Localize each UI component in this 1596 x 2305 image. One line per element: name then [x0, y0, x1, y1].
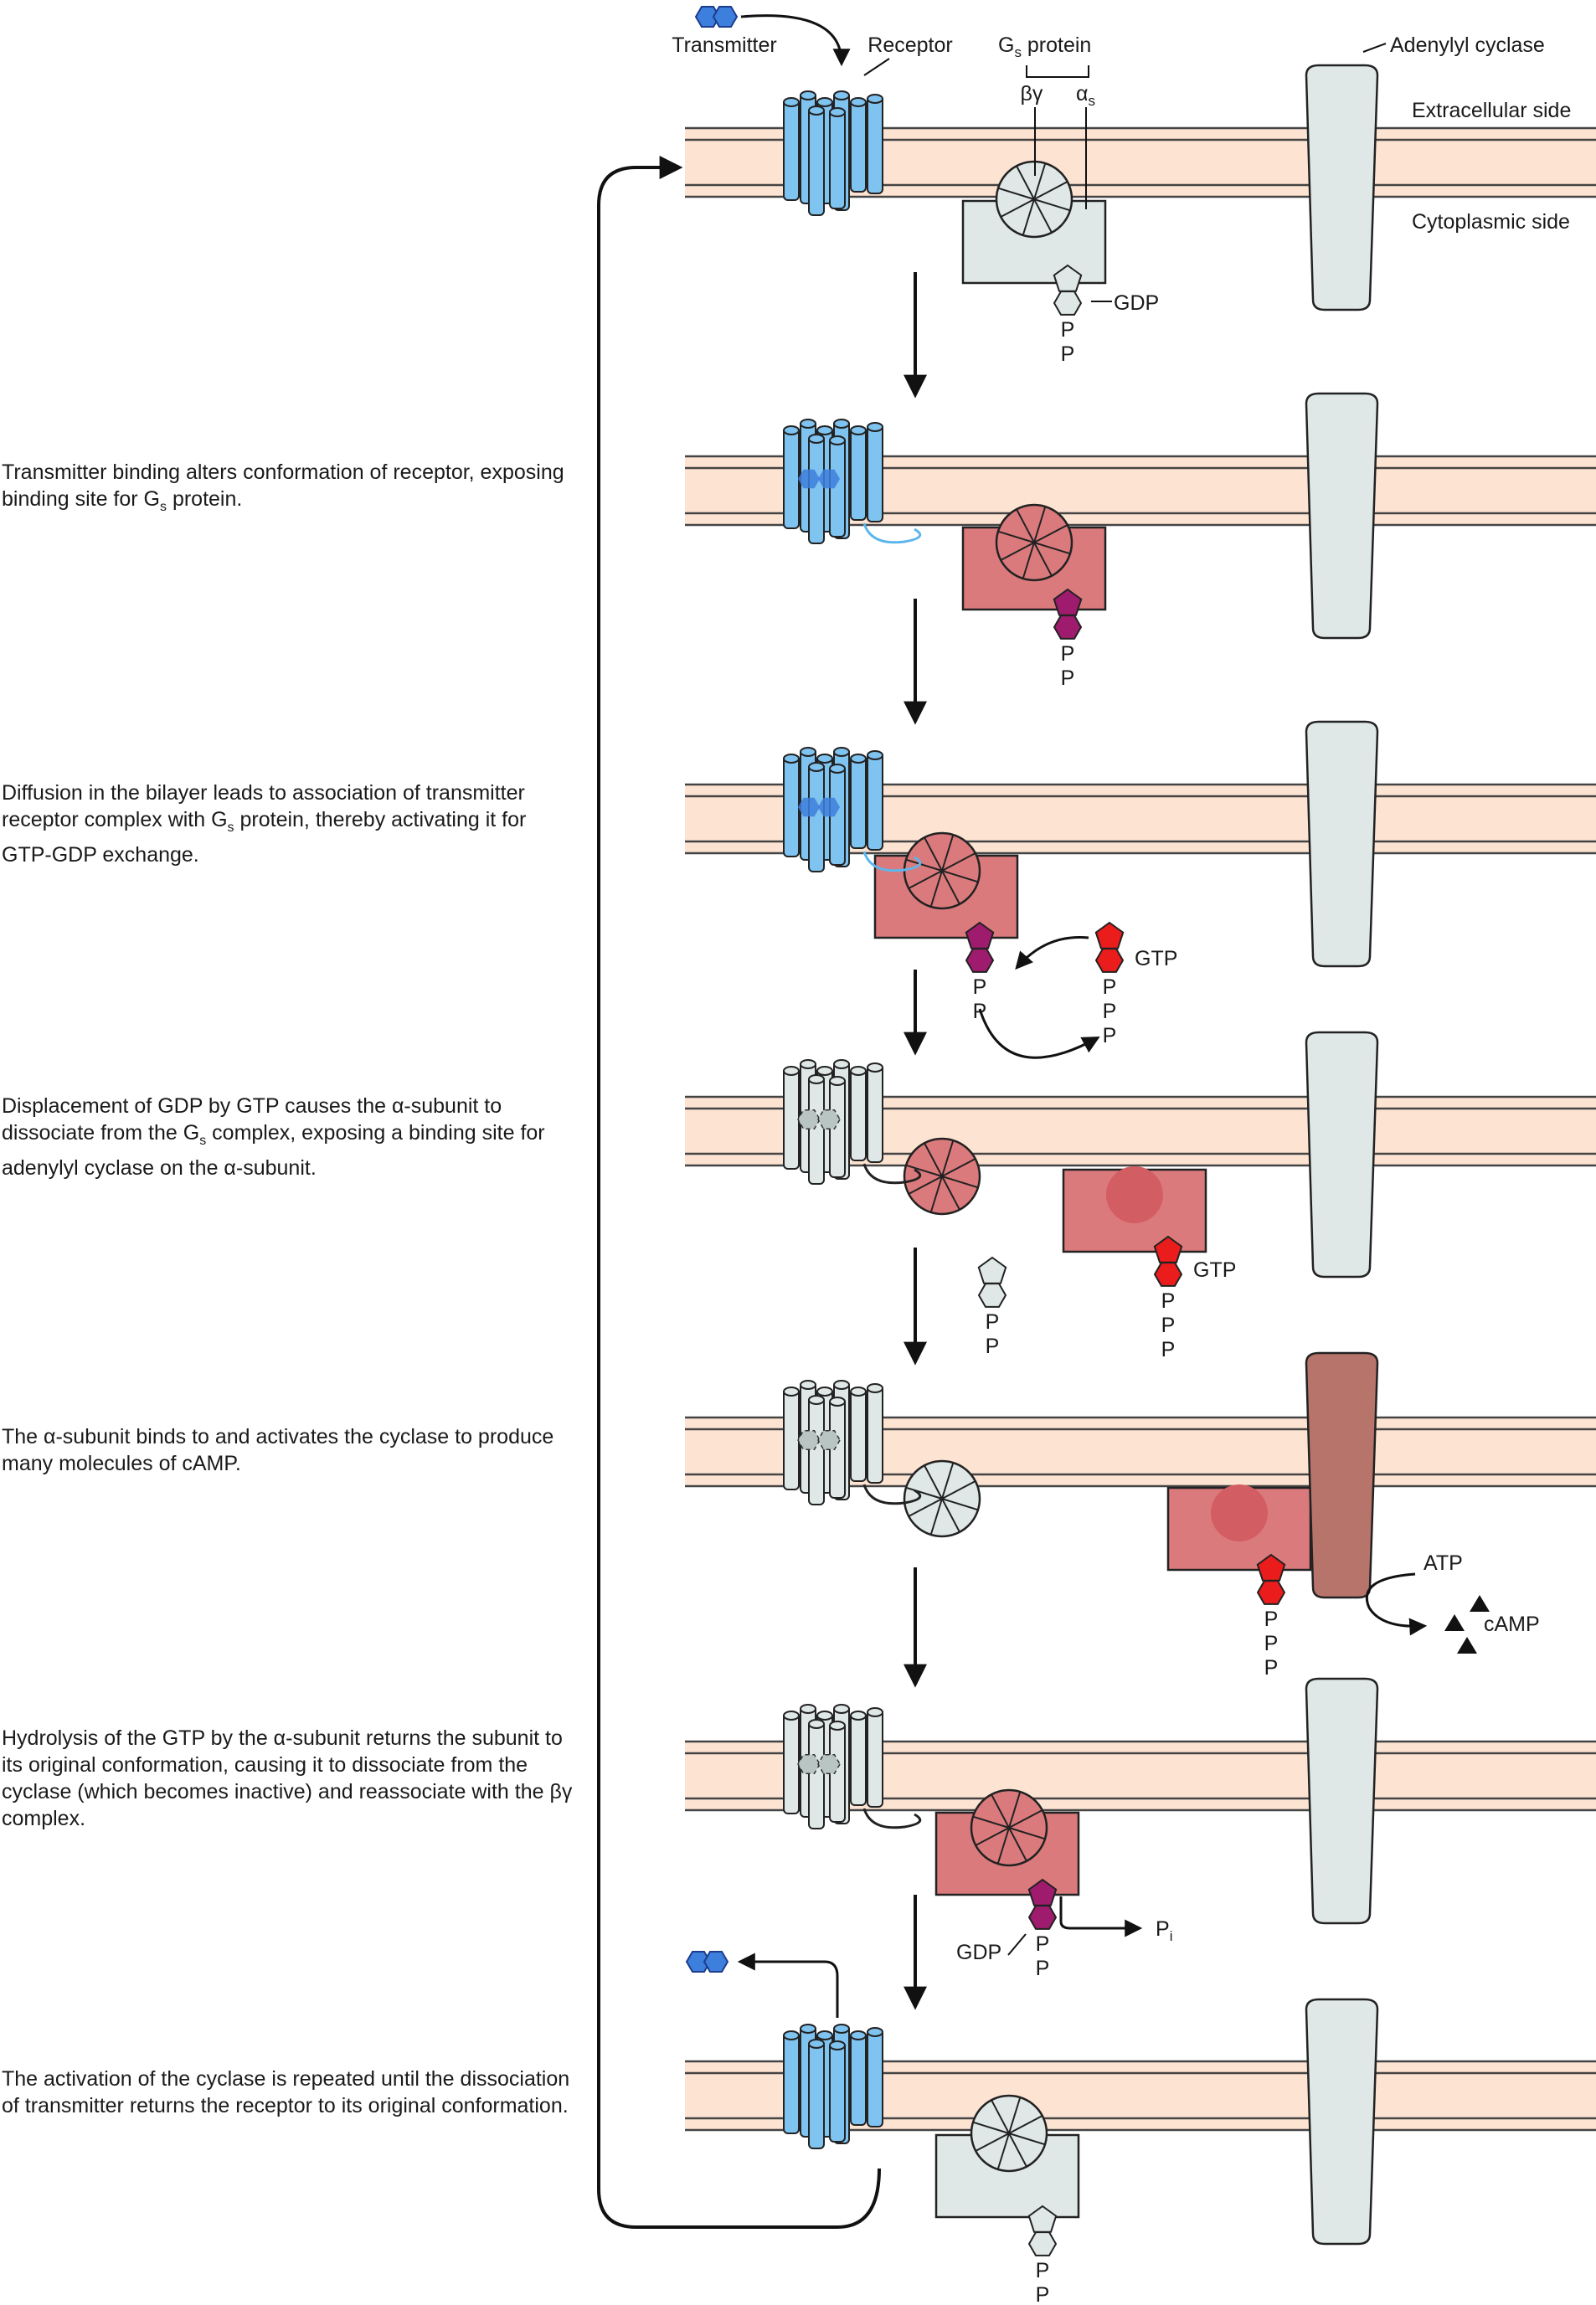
- receptor-label: Receptor: [868, 33, 952, 57]
- adenylyl-cyclase-icon: [1305, 1998, 1379, 2246]
- beta-gamma-subunit-icon: [970, 1788, 1048, 1867]
- svg-text:P: P: [986, 1335, 1000, 1358]
- svg-text:P: P: [1103, 975, 1117, 999]
- panel-1: PP: [685, 64, 1596, 399]
- cycle-return-arrow: [597, 156, 881, 2229]
- step-caption-3: Displacement of GDP by GTP causes the α-…: [2, 1094, 545, 1180]
- gdp-icon: PP: [1053, 264, 1083, 366]
- camp-icon: [1444, 1595, 1490, 1654]
- beta-gamma-label: βγ: [1021, 82, 1043, 105]
- alpha-s-label: αs: [1076, 82, 1095, 109]
- receptor-icon: [783, 747, 922, 872]
- gtp-label-1: GTP: [1135, 947, 1177, 970]
- adenylyl-cyclase-icon: [1305, 64, 1379, 311]
- gdp-icon: PP: [965, 921, 995, 1023]
- adenylyl-cyclase-icon: [1305, 1677, 1379, 1925]
- beta-gamma-subunit-icon: [995, 503, 1073, 582]
- svg-text:P: P: [1061, 666, 1075, 690]
- svg-text:P: P: [986, 1310, 1000, 1334]
- transmitter-released-icon: [685, 1951, 729, 1973]
- adenylyl-cyclase-icon: [1305, 1351, 1379, 1599]
- step-caption-4: The α-subunit binds to and activates the…: [2, 1425, 554, 1475]
- svg-text:P: P: [1061, 318, 1075, 342]
- camp-label: cAMP: [1484, 1613, 1540, 1636]
- svg-text:P: P: [1264, 1608, 1279, 1631]
- beta-gamma-subunit-icon: [903, 1137, 981, 1216]
- panel-2: PP: [685, 392, 1596, 725]
- svg-text:P: P: [973, 975, 987, 999]
- transmitter-binding-arrow: [740, 14, 851, 67]
- beta-gamma-subunit-icon: [995, 160, 1073, 239]
- gs-protein-label: Gs protein: [998, 33, 1091, 60]
- svg-text:P: P: [1036, 2259, 1050, 2282]
- beta-gamma-subunit-icon: [903, 1459, 981, 1538]
- transmitter-label: Transmitter: [672, 33, 776, 57]
- step-caption-5: Hydrolysis of the GTP by the α-subunit r…: [2, 1726, 573, 1830]
- receptor-icon: [783, 90, 883, 216]
- svg-text:P: P: [1061, 342, 1075, 366]
- panel-6: PP: [685, 1677, 1596, 2010]
- gdp-icon: PP: [1027, 1878, 1058, 1980]
- svg-text:P: P: [1103, 1000, 1117, 1023]
- receptor-icon: [783, 1704, 922, 1829]
- cytoplasmic-side-label: Cytoplasmic side: [1412, 210, 1570, 234]
- beta-gamma-subunit-icon: [903, 831, 981, 910]
- svg-text:P: P: [1061, 642, 1075, 666]
- svg-text:P: P: [1036, 1957, 1050, 1980]
- svg-text:P: P: [1036, 1932, 1050, 1956]
- receptor-icon: [783, 1380, 922, 1505]
- extracellular-side-label: Extracellular side: [1412, 99, 1571, 122]
- gdp-label-2: GDP: [956, 1941, 1001, 1964]
- svg-text:P: P: [1161, 1314, 1176, 1337]
- atp-label: ATP: [1424, 1551, 1463, 1575]
- gdp-icon: PP: [977, 1256, 1007, 1358]
- adenylyl-cyclase-label: Adenylyl cyclase: [1390, 33, 1545, 57]
- svg-text:P: P: [1264, 1656, 1279, 1680]
- gdp-label-1: GDP: [1114, 291, 1159, 315]
- step-caption-2: Diffusion in the bilayer leads to associ…: [2, 781, 527, 867]
- receptor-icon: [783, 419, 922, 544]
- gtp-icon: PPP: [1094, 921, 1125, 1047]
- adenylyl-cyclase-icon: [1305, 392, 1379, 640]
- adenylyl-cyclase-icon: [1305, 1031, 1379, 1279]
- receptor-icon: [783, 2024, 883, 2149]
- svg-text:P: P: [1161, 1289, 1176, 1313]
- gdp-icon: PP: [1027, 2205, 1058, 2305]
- gtp-icon: PPP: [1256, 1553, 1286, 1680]
- panel-5: PPP: [685, 1351, 1596, 1688]
- svg-text:P: P: [1264, 1632, 1279, 1655]
- gtp-label-2: GTP: [1193, 1258, 1236, 1282]
- adenylyl-cyclase-icon: [1305, 720, 1379, 968]
- panel-7: PP: [685, 1998, 1596, 2305]
- svg-text:P: P: [1103, 1024, 1117, 1047]
- step-caption-6: The activation of the cyclase is repeate…: [2, 2067, 570, 2117]
- step-caption-1: Transmitter binding alters conformation …: [2, 460, 564, 514]
- gtp-icon: PPP: [1153, 1235, 1183, 1361]
- svg-text:P: P: [1036, 2283, 1050, 2305]
- svg-text:P: P: [1161, 1338, 1176, 1361]
- receptor-icon: [783, 1059, 922, 1185]
- pi-label: Pi: [1156, 1917, 1172, 1944]
- gdp-icon: PP: [1053, 588, 1083, 690]
- beta-gamma-subunit-icon: [970, 2094, 1048, 2173]
- transmitter-icon: [694, 6, 739, 28]
